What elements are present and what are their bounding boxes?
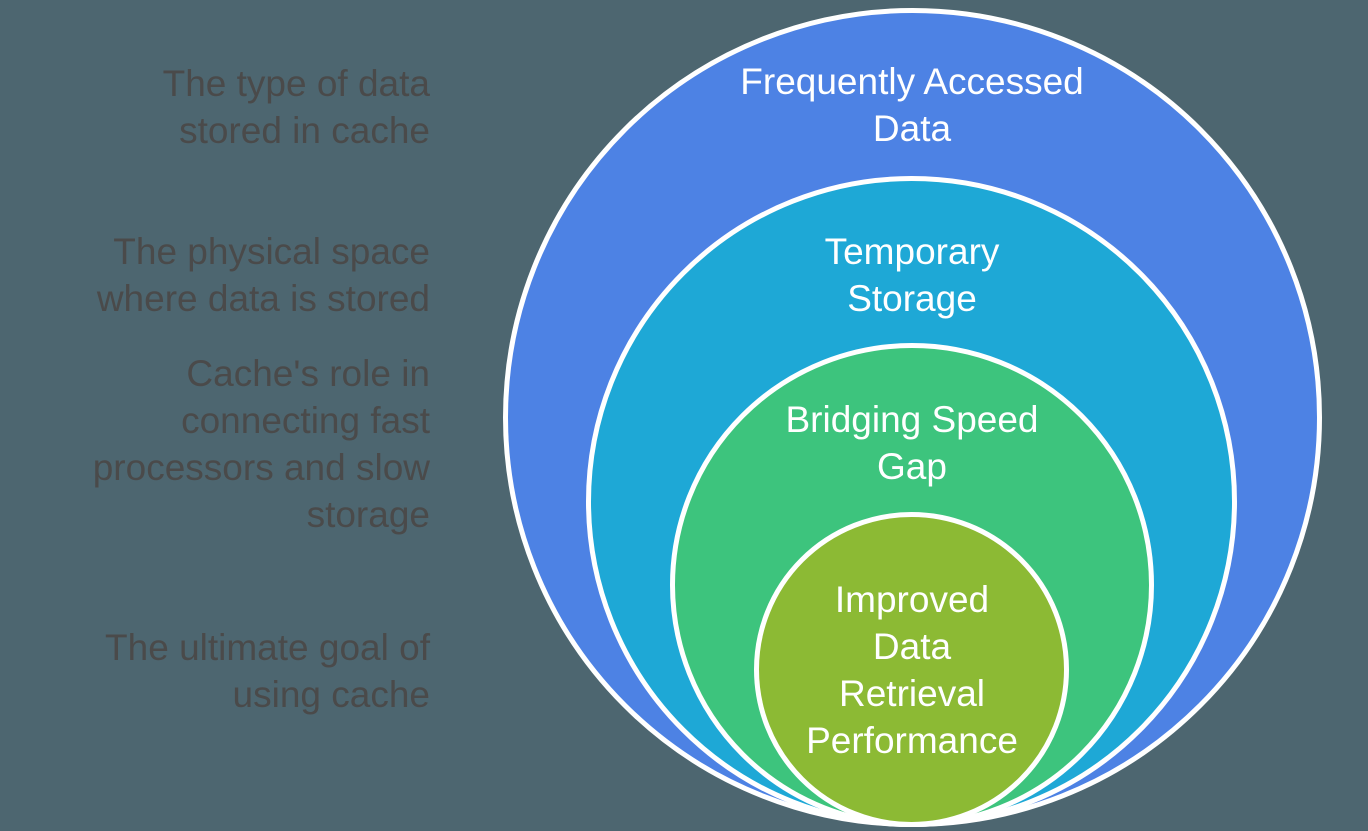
side-label-type-of-data: The type of data stored in cache <box>162 63 430 151</box>
side-label-physical-space: The physical space where data is stored <box>96 231 430 319</box>
circle-label-frequently-accessed-data: Frequently Accessed Data <box>740 61 1084 149</box>
circle-improved-performance <box>754 512 1069 827</box>
circle-label-bridging-speed-gap: Bridging Speed Gap <box>785 399 1039 487</box>
circle-label-temporary-storage: Temporary Storage <box>824 231 1000 319</box>
circle-label-improved-performance: Improved Data Retrieval Performance <box>806 579 1018 761</box>
side-label-cache-role: Cache's role in connecting fast processo… <box>92 353 430 535</box>
side-label-ultimate-goal: The ultimate goal of using cache <box>105 627 430 715</box>
